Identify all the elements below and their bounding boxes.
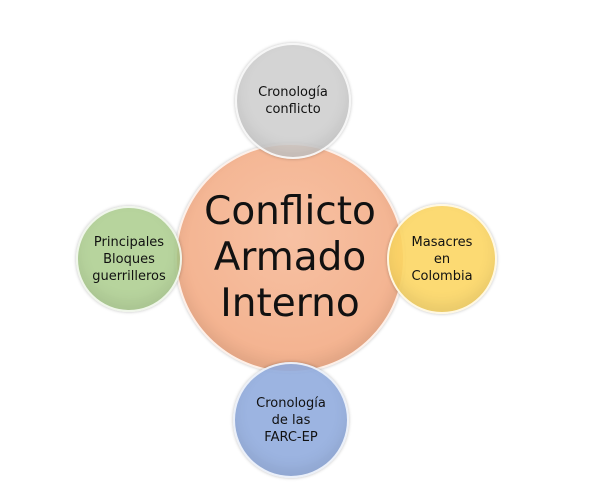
node-label-line: Armado	[213, 235, 367, 280]
node-label-line: Cronología	[256, 395, 326, 411]
node-label-line: Interno	[220, 281, 360, 326]
node-label-line: Cronología	[258, 85, 328, 100]
node-label-line: Masacres	[411, 234, 473, 250]
node-label-line: de las	[271, 412, 311, 428]
node-label-line: Colombia	[411, 268, 473, 284]
node-label-line: Conflicto	[204, 189, 376, 234]
node-label-line: FARC-EP	[264, 429, 318, 445]
node-cronologia-conflicto: Cronología conflicto	[235, 43, 351, 159]
node-label-line: en	[433, 251, 451, 267]
node-label-line: guerrilleros	[92, 268, 166, 284]
node-label-line: Principales	[93, 234, 165, 250]
node-label-line: conflicto	[265, 102, 321, 117]
node-label-line: Bloques	[103, 251, 155, 267]
